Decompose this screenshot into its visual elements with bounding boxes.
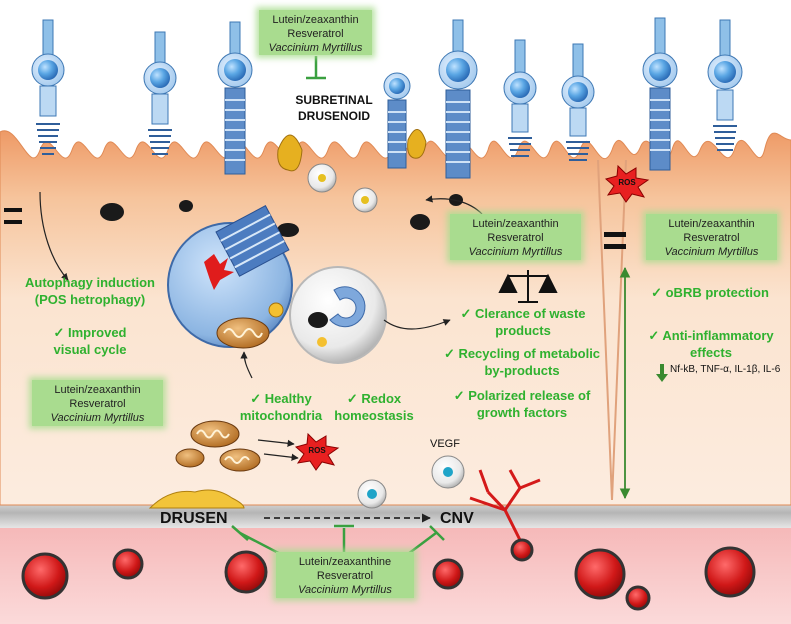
obrb-protection-label: ✓ oBRB protection xyxy=(651,285,769,300)
subretinal-deposit xyxy=(407,129,427,159)
arrow-to-ros xyxy=(263,453,299,461)
top-supplement-box: Lutein/zeaxanthin Resveratrol Vaccinium … xyxy=(259,10,372,55)
down-arrow-icon xyxy=(656,364,668,382)
outer-segment-fragment xyxy=(215,205,290,277)
mitochondria-group xyxy=(175,420,261,472)
healthy-mitochondria-label: ✓ Healthy mitochondria xyxy=(228,390,334,424)
arrow-to-melanin xyxy=(425,195,483,215)
box-line: Lutein/zeaxanthin xyxy=(668,218,755,230)
label-line: SUBRETINAL xyxy=(295,93,373,107)
label-line: ✓ Improved xyxy=(53,325,127,340)
polarized-release-label: ✓ Polarized release of growth factors xyxy=(424,387,620,421)
box-line: Resveratrol xyxy=(287,28,344,40)
redox-homeostasis-label: ✓ Redox homeostasis xyxy=(326,390,422,424)
cnv-label: CNV xyxy=(440,510,474,527)
label-line: visual cycle xyxy=(53,342,127,357)
inflammatory-markers-label: Nf-kB, TNF-α, IL-1β, IL-6 xyxy=(670,364,781,375)
box-line: Vaccinium Myrtillus xyxy=(298,584,392,596)
damaged-mitochondrion xyxy=(204,254,234,290)
label-line: DRUSENOID xyxy=(297,109,370,123)
left-supplement-box: Lutein/zeaxanthin Resveratrol Vaccinium … xyxy=(32,380,163,426)
box-line: Resveratrol xyxy=(683,232,740,244)
label-line: ✓ Healthy xyxy=(250,391,312,406)
bottom-supplement-box: Lutein/zeaxanthine Resveratrol Vaccinium… xyxy=(276,552,414,598)
label-line: (POS hetrophagy) xyxy=(34,292,146,307)
drusen-deposit xyxy=(148,489,245,509)
arrow-mito-up xyxy=(240,351,253,379)
vegf-label: VEGF xyxy=(430,438,460,450)
subretinal-deposit xyxy=(277,134,303,172)
top-inhibition-line xyxy=(306,56,326,80)
autophagy-label: Autophagy induction (POS hetrophagy) xyxy=(12,274,168,308)
ros-label: ROS xyxy=(308,446,326,455)
label-line: ✓ Recycling of metabolic xyxy=(443,346,601,361)
box-line: Vaccinium Myrtillus xyxy=(50,412,145,424)
photoreceptors xyxy=(31,17,743,179)
label-line: products xyxy=(495,323,551,338)
melanin-granules xyxy=(100,194,463,242)
ros-label: ROS xyxy=(618,178,636,187)
red-blood-cells xyxy=(21,538,756,611)
ros-burst-icon xyxy=(604,164,650,203)
box-line: Resveratrol xyxy=(487,232,544,244)
recycling-label: ✓ Recycling of metabolic by-products xyxy=(424,345,620,379)
arrow-autophagy xyxy=(39,191,69,281)
label-line: Autophagy induction xyxy=(25,275,155,290)
box-line: Lutein/zeaxanthine xyxy=(298,556,392,568)
label-line: homeostasis xyxy=(334,408,414,423)
label-line: mitochondria xyxy=(239,408,323,423)
right-supplement-box: Lutein/zeaxanthin Resveratrol Vaccinium … xyxy=(646,214,777,260)
tight-junction-right-icon xyxy=(604,232,626,249)
box-line: Vaccinium Myrtillus xyxy=(268,42,363,54)
tight-junction-left-icon xyxy=(4,208,22,224)
box-line: Vaccinium Myrtillus xyxy=(468,246,563,258)
box-line: Resveratrol xyxy=(69,398,126,410)
drusen-label: DRUSEN xyxy=(160,510,228,527)
box-line: Lutein/zeaxanthin xyxy=(472,218,559,230)
clearance-label: ✓ Clerance of waste products xyxy=(440,305,606,339)
box-line: Vaccinium Myrtillus xyxy=(664,246,759,258)
label-line: ✓ Polarized release of xyxy=(453,388,591,403)
rpe-layer xyxy=(0,130,791,506)
center-right-supplement-box: Lutein/zeaxanthin Resveratrol Vaccinium … xyxy=(450,214,581,260)
visual-cycle-label: ✓ Improved visual cycle xyxy=(30,324,150,358)
cnv-vessels xyxy=(469,469,541,541)
balance-scale-icon xyxy=(498,270,558,303)
label-line: by-products xyxy=(484,363,560,378)
label-line: ✓ Anti-inflammatory xyxy=(648,328,774,343)
subretinal-drusenoid-label: SUBRETINAL DRUSENOID xyxy=(284,92,384,124)
ros-burst-icon xyxy=(294,432,340,471)
box-line: Resveratrol xyxy=(316,570,374,582)
label-line: ✓ Clerance of waste xyxy=(460,306,586,321)
label-line: ✓ Redox xyxy=(346,391,402,406)
box-line: Lutein/zeaxanthin xyxy=(272,14,359,26)
label-line: effects xyxy=(690,345,732,360)
arrow-to-ros xyxy=(257,439,295,447)
anti-inflammatory-label: ✓ Anti-inflammatory effects xyxy=(638,327,784,361)
box-line: Lutein/zeaxanthin xyxy=(54,384,141,396)
arrow-to-clearance xyxy=(383,319,451,330)
phagosome-icon xyxy=(329,286,366,328)
label-line: growth factors xyxy=(476,405,568,420)
